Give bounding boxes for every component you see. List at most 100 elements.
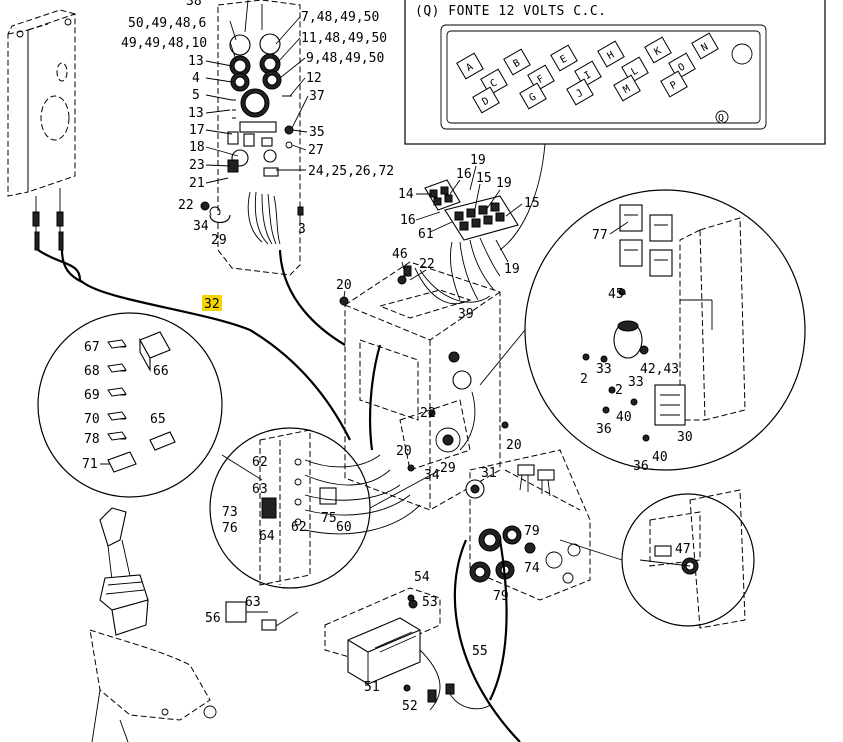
callout-7: 7,48,49,50 <box>301 10 379 25</box>
keypad-key-label: D <box>481 96 492 109</box>
detail-circle-lower-right <box>559 489 755 629</box>
keypad: A B E H K N C F I L O D G J M P <box>456 32 719 114</box>
keypad-key-label: N <box>700 42 711 55</box>
connector-group-79 <box>469 525 536 583</box>
callout-61: 61 <box>418 227 434 242</box>
callout-65: 65 <box>150 412 166 427</box>
keypad-key-label: C <box>489 78 500 91</box>
callout-labels: 38 50,49,48,6 49,49,48,10 7,48,49,50 11,… <box>82 0 693 714</box>
cable-55 <box>453 539 521 742</box>
callout-16b: 16 <box>400 213 416 228</box>
power-supply-unit <box>324 587 491 711</box>
keypad-key-label: O <box>677 62 688 75</box>
keypad-key: P <box>660 70 688 98</box>
callout-73: 73 <box>222 505 238 520</box>
callout-13b: 13 <box>188 106 204 121</box>
keypad-key-label: F <box>536 74 547 87</box>
callout-40a: 40 <box>616 410 632 425</box>
callout-20c: 20 <box>396 444 412 459</box>
fuse-icon <box>107 387 127 397</box>
callout-42: 42,43 <box>640 362 679 377</box>
keypad-key: K <box>644 36 672 64</box>
console-fasteners <box>200 201 304 226</box>
callout-62a: 62 <box>252 455 268 470</box>
keypad-key: J <box>566 78 594 106</box>
keypad-key: D <box>472 86 500 114</box>
keypad-key-label: E <box>559 54 570 67</box>
keypad-key: E <box>550 44 578 72</box>
callout-51: 51 <box>364 680 380 695</box>
callout-19a: 19 <box>470 153 486 168</box>
callout-53: 53 <box>422 595 438 610</box>
keypad-key-label: P <box>669 80 680 93</box>
callout-29b: 29 <box>440 461 456 476</box>
callout-16a: 16 <box>456 167 472 182</box>
callout-22c: 22 <box>420 406 436 421</box>
callout-45: 45 <box>608 287 624 302</box>
joystick-assembly <box>89 507 217 742</box>
keypad-key: G <box>519 82 547 110</box>
callout-29a: 29 <box>211 233 227 248</box>
callout-15a: 15 <box>476 171 492 186</box>
callout-2b: 2 <box>615 383 623 398</box>
callout-37: 37 <box>309 89 325 104</box>
callout-11: 11,48,49,50 <box>301 31 387 46</box>
instrument-console <box>217 0 346 346</box>
fuse-icon <box>107 339 127 349</box>
callout-31: 31 <box>481 466 497 481</box>
callout-20b: 20 <box>506 438 522 453</box>
detail-circle-right <box>479 189 806 471</box>
callout-52: 52 <box>402 699 418 714</box>
detail-circle-relays <box>37 312 263 498</box>
keypad-key-label: K <box>653 46 664 59</box>
callout-63b: 63 <box>245 595 261 610</box>
fuse-icon <box>107 363 127 373</box>
callout-67: 67 <box>84 340 100 355</box>
callout-32-highlight <box>202 295 222 311</box>
keypad-key-label: H <box>606 50 617 63</box>
callout-32: 32 <box>204 297 220 312</box>
callout-47: 47 <box>675 542 691 557</box>
callout-33a: 33 <box>596 362 612 377</box>
callout-35: 35 <box>309 125 325 140</box>
callout-79a: 79 <box>524 524 540 539</box>
callout-78: 78 <box>84 432 100 447</box>
callout-34b: 34 <box>424 468 440 483</box>
callout-33b: 33 <box>628 375 644 390</box>
callout-12: 12 <box>306 71 322 86</box>
callout-69: 69 <box>84 388 100 403</box>
callout-21: 21 <box>189 176 205 191</box>
callout-19b: 19 <box>496 176 512 191</box>
lower-frame <box>465 449 591 601</box>
callout-30: 30 <box>677 430 693 445</box>
keypad-key-label: J <box>575 88 586 101</box>
callout-74: 74 <box>524 561 540 576</box>
callout-75: 75 <box>321 511 337 526</box>
keypad-key-label: I <box>583 70 594 83</box>
keypad-key-label: G <box>528 92 539 105</box>
callout-23: 23 <box>189 158 205 173</box>
keypad-key-label: B <box>512 58 523 71</box>
callout-54: 54 <box>414 570 430 585</box>
callout-22a: 22 <box>178 198 194 213</box>
callout-15b: 15 <box>524 196 540 211</box>
main-enclosure <box>344 261 501 511</box>
keypad-key: B <box>503 48 531 76</box>
fuse-icons <box>107 339 127 441</box>
main-harness-cable <box>37 249 351 441</box>
keypad-key-label: M <box>622 84 633 97</box>
callout-20a: 20 <box>336 278 352 293</box>
callout-4: 4 <box>192 71 200 86</box>
callout-39: 39 <box>458 307 474 322</box>
callout-18: 18 <box>189 140 205 155</box>
callout-77: 77 <box>592 228 608 243</box>
keypad-key-label: A <box>465 62 476 75</box>
callout-64: 64 <box>259 529 275 544</box>
callout-62b: 62 <box>291 520 307 535</box>
callout-40b: 40 <box>652 450 668 465</box>
callout-46: 46 <box>392 247 408 262</box>
callout-24: 24,25,26,72 <box>308 164 394 179</box>
keypad-key-label: L <box>630 66 641 79</box>
